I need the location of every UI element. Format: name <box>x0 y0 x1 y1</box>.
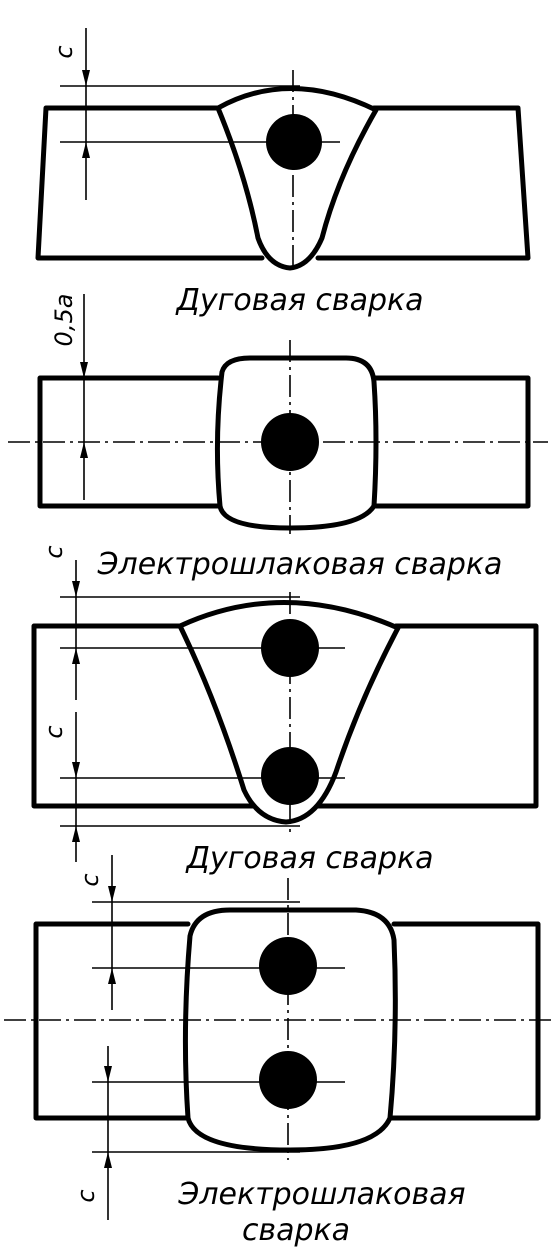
weld-bead <box>177 600 401 825</box>
plate-left <box>31 623 259 809</box>
electrode-dot-lower <box>261 747 319 805</box>
electrode-dot-upper <box>259 937 317 995</box>
weld-bead <box>215 86 379 271</box>
dim-label: c <box>50 45 78 58</box>
caption-line-2: сварка <box>242 1213 350 1248</box>
plate-right <box>315 105 531 261</box>
weld-bead <box>182 907 398 1153</box>
dim-c-lower: c <box>40 712 80 862</box>
plate-left <box>37 375 223 509</box>
dim-label: c <box>76 873 104 886</box>
electrode-dot-lower <box>259 1051 317 1109</box>
panel-1-arc-single: c Дуговая сварка <box>35 28 531 318</box>
electrode-dot-upper <box>261 619 319 677</box>
dim-c-lower: c <box>72 1046 112 1220</box>
plate-right <box>387 921 541 1121</box>
plate-right <box>315 623 539 809</box>
panel-3-arc-double: c c Дуговая сварка <box>31 545 539 876</box>
caption: Дуговая сварка <box>174 283 423 318</box>
dim-label: 0,5a <box>50 294 78 347</box>
dim-label: c <box>72 1189 100 1202</box>
electrode-dot <box>266 114 322 170</box>
plate-left <box>35 105 265 261</box>
caption-line-1: Электрошлаковая <box>177 1177 465 1212</box>
electrode-dot <box>261 413 319 471</box>
dim-label: c <box>40 725 68 738</box>
dim-label: c <box>40 545 68 558</box>
dim-c-upper: c <box>40 545 80 700</box>
panel-2-electroslag-single: 0,5a Электрошлаковая сварка <box>8 294 548 582</box>
caption: Электрошлаковая сварка <box>97 547 503 582</box>
caption: Дуговая сварка <box>184 841 433 876</box>
panel-4-electroslag-double: c c Электрошлаковая сварка <box>4 855 552 1248</box>
dim-c: c <box>50 28 90 200</box>
plate-left <box>33 921 193 1121</box>
dim-0-5a: 0,5a <box>50 294 88 500</box>
dim-c-upper: c <box>76 855 116 1010</box>
